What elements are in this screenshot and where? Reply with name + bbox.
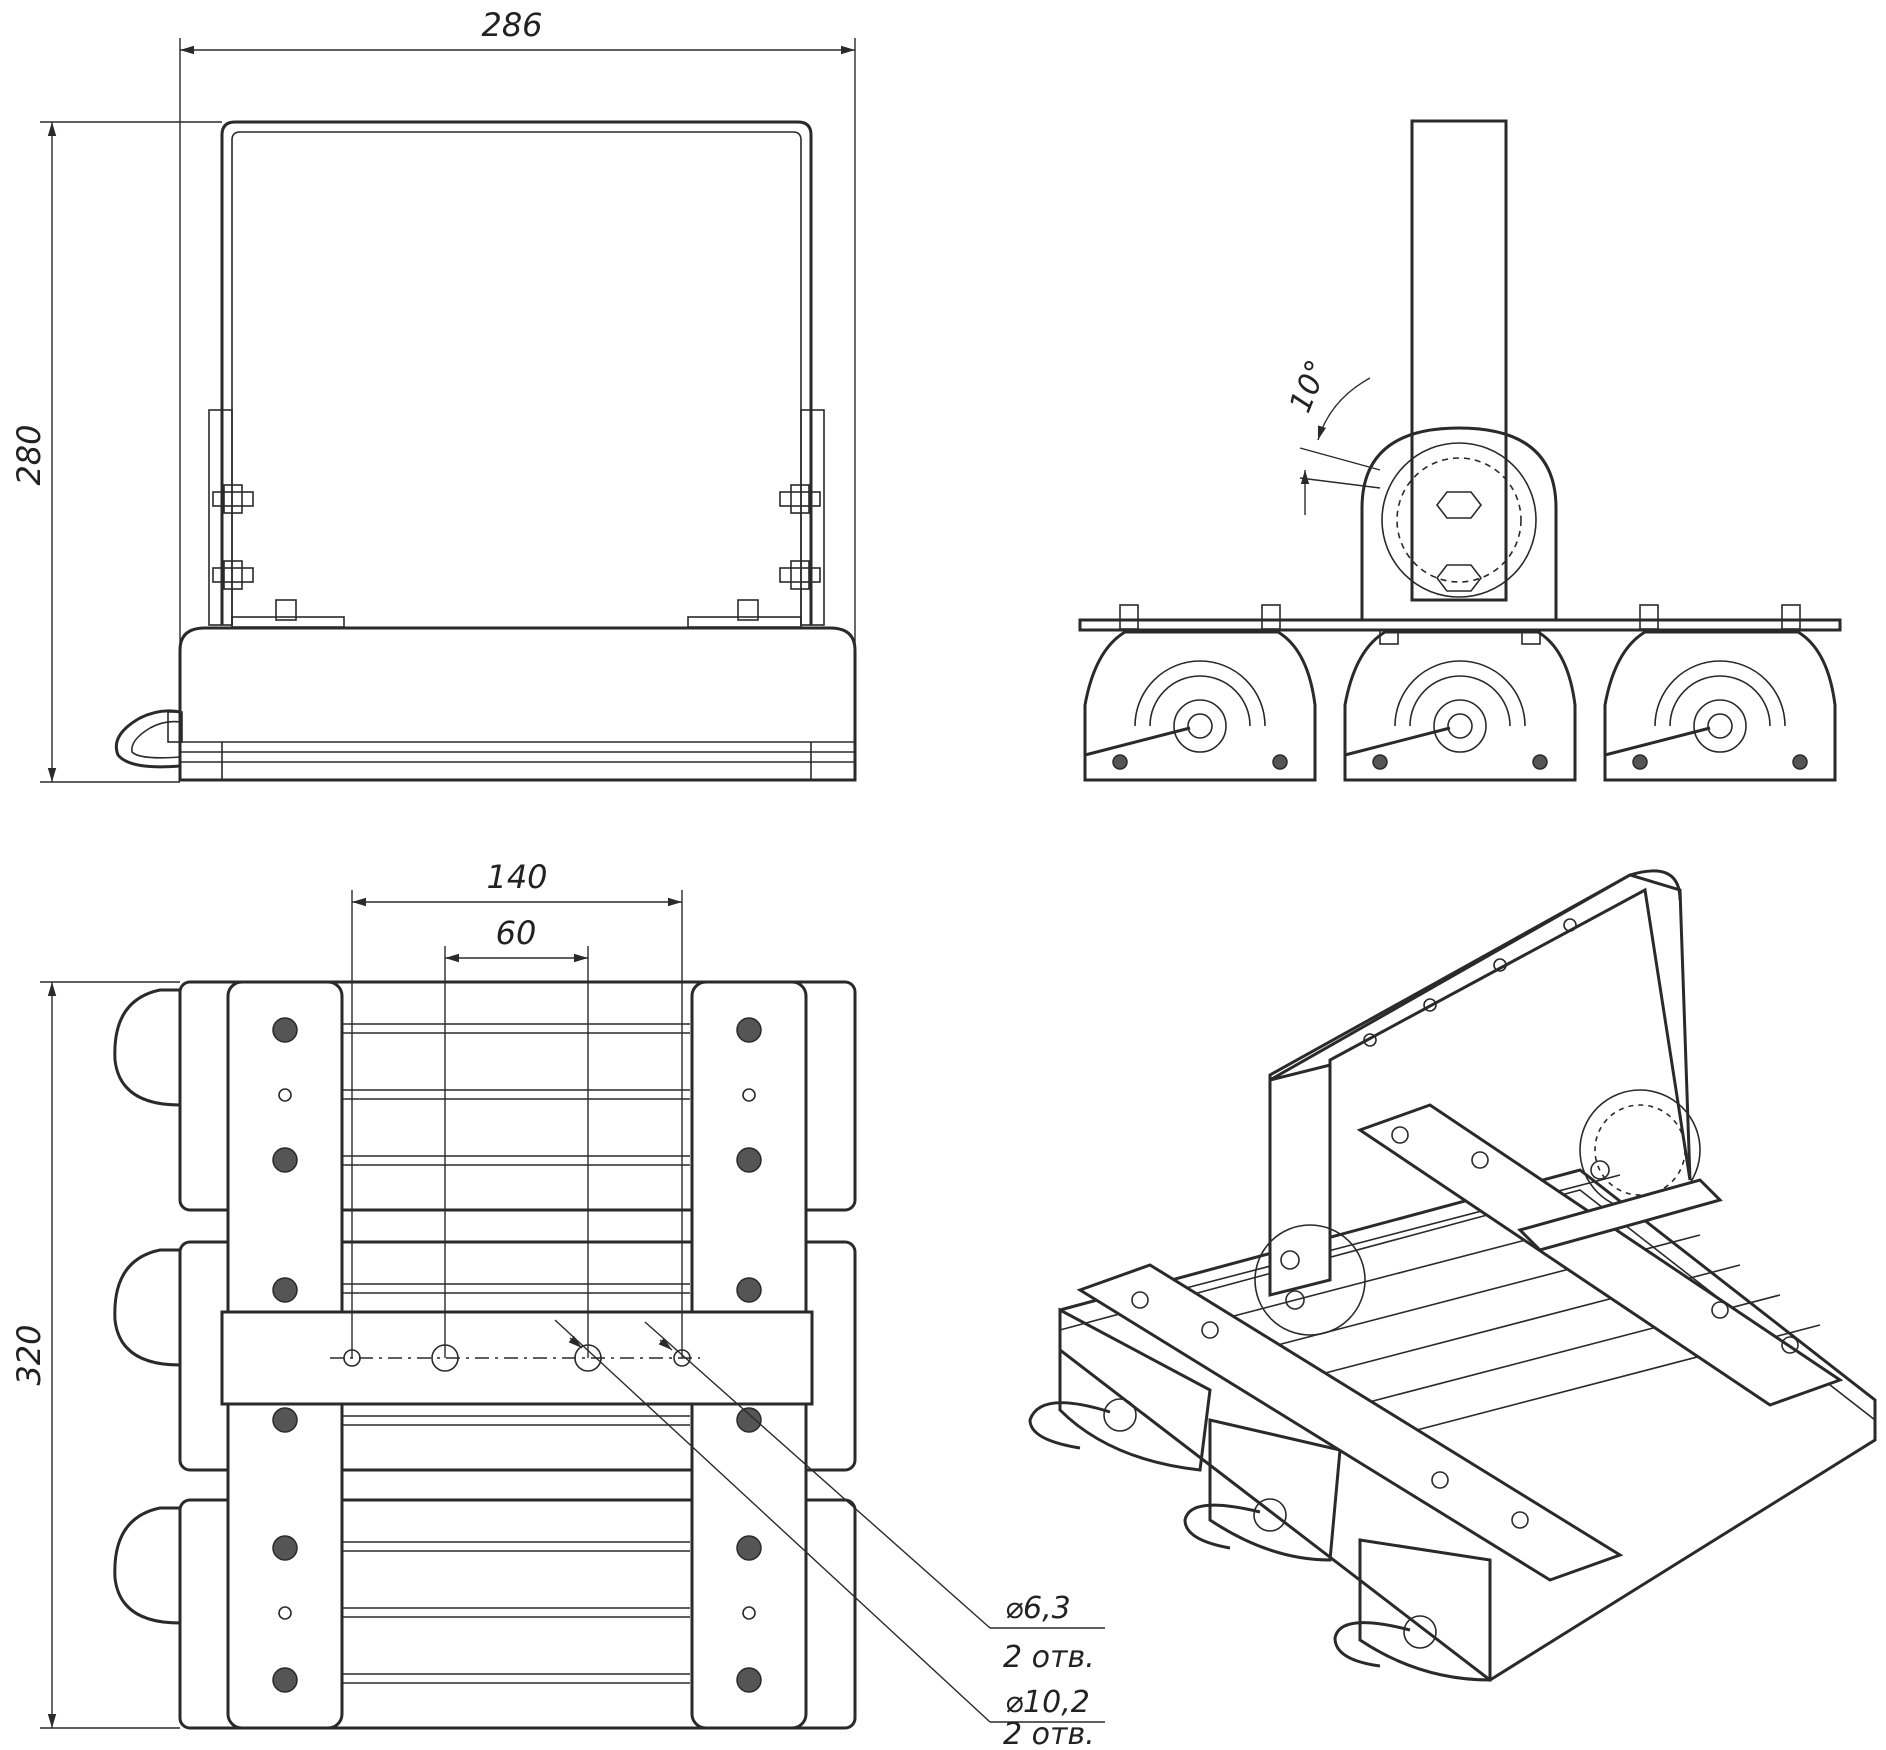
dimension-spacing-inner: 60 [496,914,537,952]
side-view [1078,119,1842,782]
front-view-dimensions [40,38,856,783]
dimension-length-bottom: 320 [10,1324,48,1385]
nut-icon [272,1017,762,1693]
dimension-spacing-outer: 140 [486,858,547,896]
top-view-dimensions [40,890,1105,1729]
dimension-width-front: 286 [481,6,542,44]
lamp-module [1083,604,1317,782]
lamp-module [1603,604,1837,782]
lamp-module [1343,629,1577,782]
dimension-height-front: 280 [10,424,48,485]
isometric-view [1028,869,1877,1682]
bolt-icon [1131,1126,1799,1529]
hole-large-diameter: ⌀10,2 [1005,1685,1090,1720]
hole-large-count: 2 отв. [1003,1717,1095,1750]
dimension-tilt-angle: 10° [1283,355,1335,417]
front-view [114,120,857,782]
hole-small-count: 2 отв. [1003,1640,1095,1675]
cooling-fins [340,1023,690,1684]
hole-small-diameter: ⌀6,3 [1005,1591,1071,1626]
top-view [113,980,857,1730]
bolt-icon [212,484,821,590]
